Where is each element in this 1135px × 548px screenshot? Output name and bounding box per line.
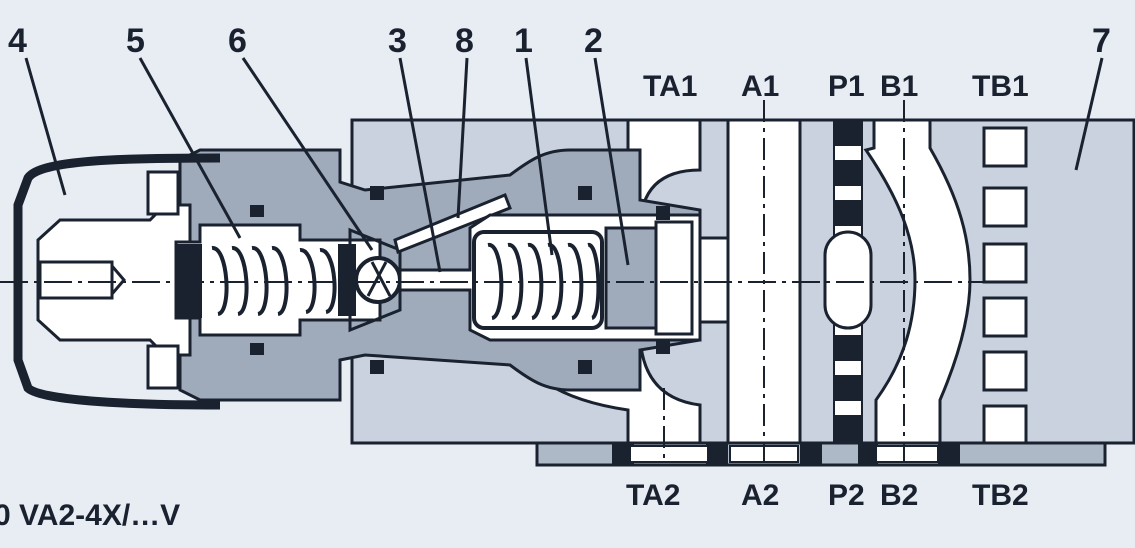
port-label-tb1: TB1 <box>972 70 1029 103</box>
port-centerlines <box>663 100 905 462</box>
part-label-5: 5 <box>126 22 145 60</box>
port-label-ta1: TA1 <box>643 70 697 103</box>
poppet-2 <box>604 220 694 336</box>
part-label-4: 4 <box>8 22 27 60</box>
spring-1 <box>472 230 604 330</box>
port-label-b2: B2 <box>880 479 918 512</box>
pilot-channel <box>393 193 512 255</box>
part-label-2: 2 <box>584 22 603 60</box>
part-label-3: 3 <box>388 22 407 60</box>
port-label-p1: P1 <box>828 70 865 103</box>
leader-lines <box>24 57 1104 273</box>
part-number-labels: 4 5 6 3 8 1 2 7 <box>8 22 1111 60</box>
port-label-a1: A1 <box>741 70 779 103</box>
model-code: 0 VA2-4X/…V <box>0 499 180 532</box>
port-labels-bottom: TA2 A2 P2 B2 TB2 <box>626 479 1029 512</box>
port-label-b1: B1 <box>880 70 918 103</box>
part-label-8: 8 <box>455 22 474 60</box>
port-label-a2: A2 <box>741 479 779 512</box>
port-label-ta2: TA2 <box>626 479 680 512</box>
port-labels-top: TA1 A1 P1 B1 TB1 <box>643 70 1029 103</box>
port-label-tb2: TB2 <box>972 479 1029 512</box>
o-ring-seals <box>250 186 670 374</box>
adjustment-cap <box>13 153 221 410</box>
part-label-6: 6 <box>228 22 247 60</box>
port-label-p2: P2 <box>828 479 865 512</box>
part-label-7: 7 <box>1092 22 1111 60</box>
tb-channel <box>982 126 1028 445</box>
part-label-1: 1 <box>514 22 533 60</box>
